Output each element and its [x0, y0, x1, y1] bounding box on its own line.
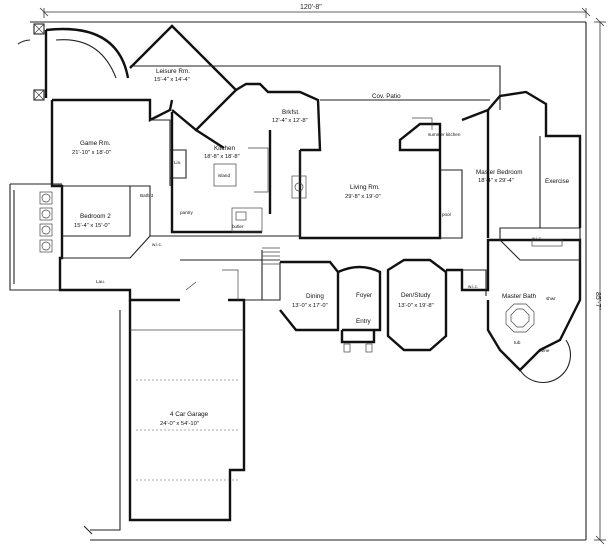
room-name: Cov. Patio: [372, 93, 401, 100]
room-name: Bedroom 2: [80, 213, 111, 220]
room-name: island: [218, 173, 230, 178]
dimension-width: 120'-8": [39, 4, 591, 18]
room-size: 21'-10" x 18'-0": [72, 150, 111, 156]
room-size: 18'-8" x 18'-8": [204, 154, 240, 160]
room-name: Exercise: [545, 178, 570, 185]
small-label: shwr: [546, 296, 556, 301]
small-label: tub: [514, 340, 521, 345]
small-label: Lin.: [174, 160, 181, 165]
room-name: Dining: [306, 293, 324, 300]
room-name: Entry: [356, 318, 372, 325]
room-name: w.i.c.: [152, 242, 162, 247]
room-name: butler: [232, 224, 244, 229]
exterior-walls: [9, 24, 582, 535]
small-label: summer kitchen: [428, 132, 461, 137]
room-name: Leisure Rm.: [156, 68, 190, 75]
room-name: Game Rm.: [80, 140, 111, 147]
room-name: 4 Car Garage: [170, 411, 209, 418]
window-box-2: [39, 207, 53, 221]
room-name: Master Bath: [502, 293, 536, 300]
room-size: 15'-4" x 15'-0": [74, 223, 110, 229]
room-name: Master Bedroom: [476, 169, 523, 176]
room-labels: Leisure Rm. 15'-4" x 14'-4" Cov. Patio B…: [72, 68, 570, 427]
room-name: Lau.: [96, 279, 105, 284]
room-name: pantry: [180, 210, 193, 215]
stairs: [262, 247, 280, 265]
room-name: Den/Study: [401, 292, 431, 299]
overall-width-label: 120'-8": [300, 4, 322, 11]
room-size: 15'-4" x 14'-4": [154, 77, 190, 83]
room-size: 29'-8" x 19'-0": [345, 194, 381, 200]
fixtures: [39, 117, 563, 353]
window-box-1: [39, 191, 53, 205]
room-name: Bath 3: [140, 193, 154, 198]
room-name: Living Rm.: [350, 184, 380, 191]
room-size: 18'-4" x 29'-4": [478, 178, 514, 184]
room-size: 13'-0" x 19'-8": [398, 303, 434, 309]
room-size: 13'-0" x 17'-0": [292, 303, 328, 309]
room-size: 12'-4" x 12'-8": [272, 118, 308, 124]
room-name: Brkfst.: [282, 109, 300, 116]
room-name: Kitchen: [214, 145, 236, 152]
room-name: w.i.c.: [468, 284, 478, 289]
small-label: wine: [540, 348, 550, 353]
window-box-3: [39, 223, 53, 237]
turret: [17, 23, 130, 101]
room-size: 24'-0" x 54'-10": [160, 421, 199, 427]
overall-depth-label: 85'-7": [594, 292, 601, 310]
dimension-depth: 85'-7": [594, 17, 606, 545]
room-name: pool: [442, 212, 451, 217]
room-name: w.i.c.: [532, 236, 542, 241]
room-name: Foyer: [356, 292, 372, 299]
window-box-4: [39, 239, 53, 253]
interior-walls: [52, 119, 581, 296]
